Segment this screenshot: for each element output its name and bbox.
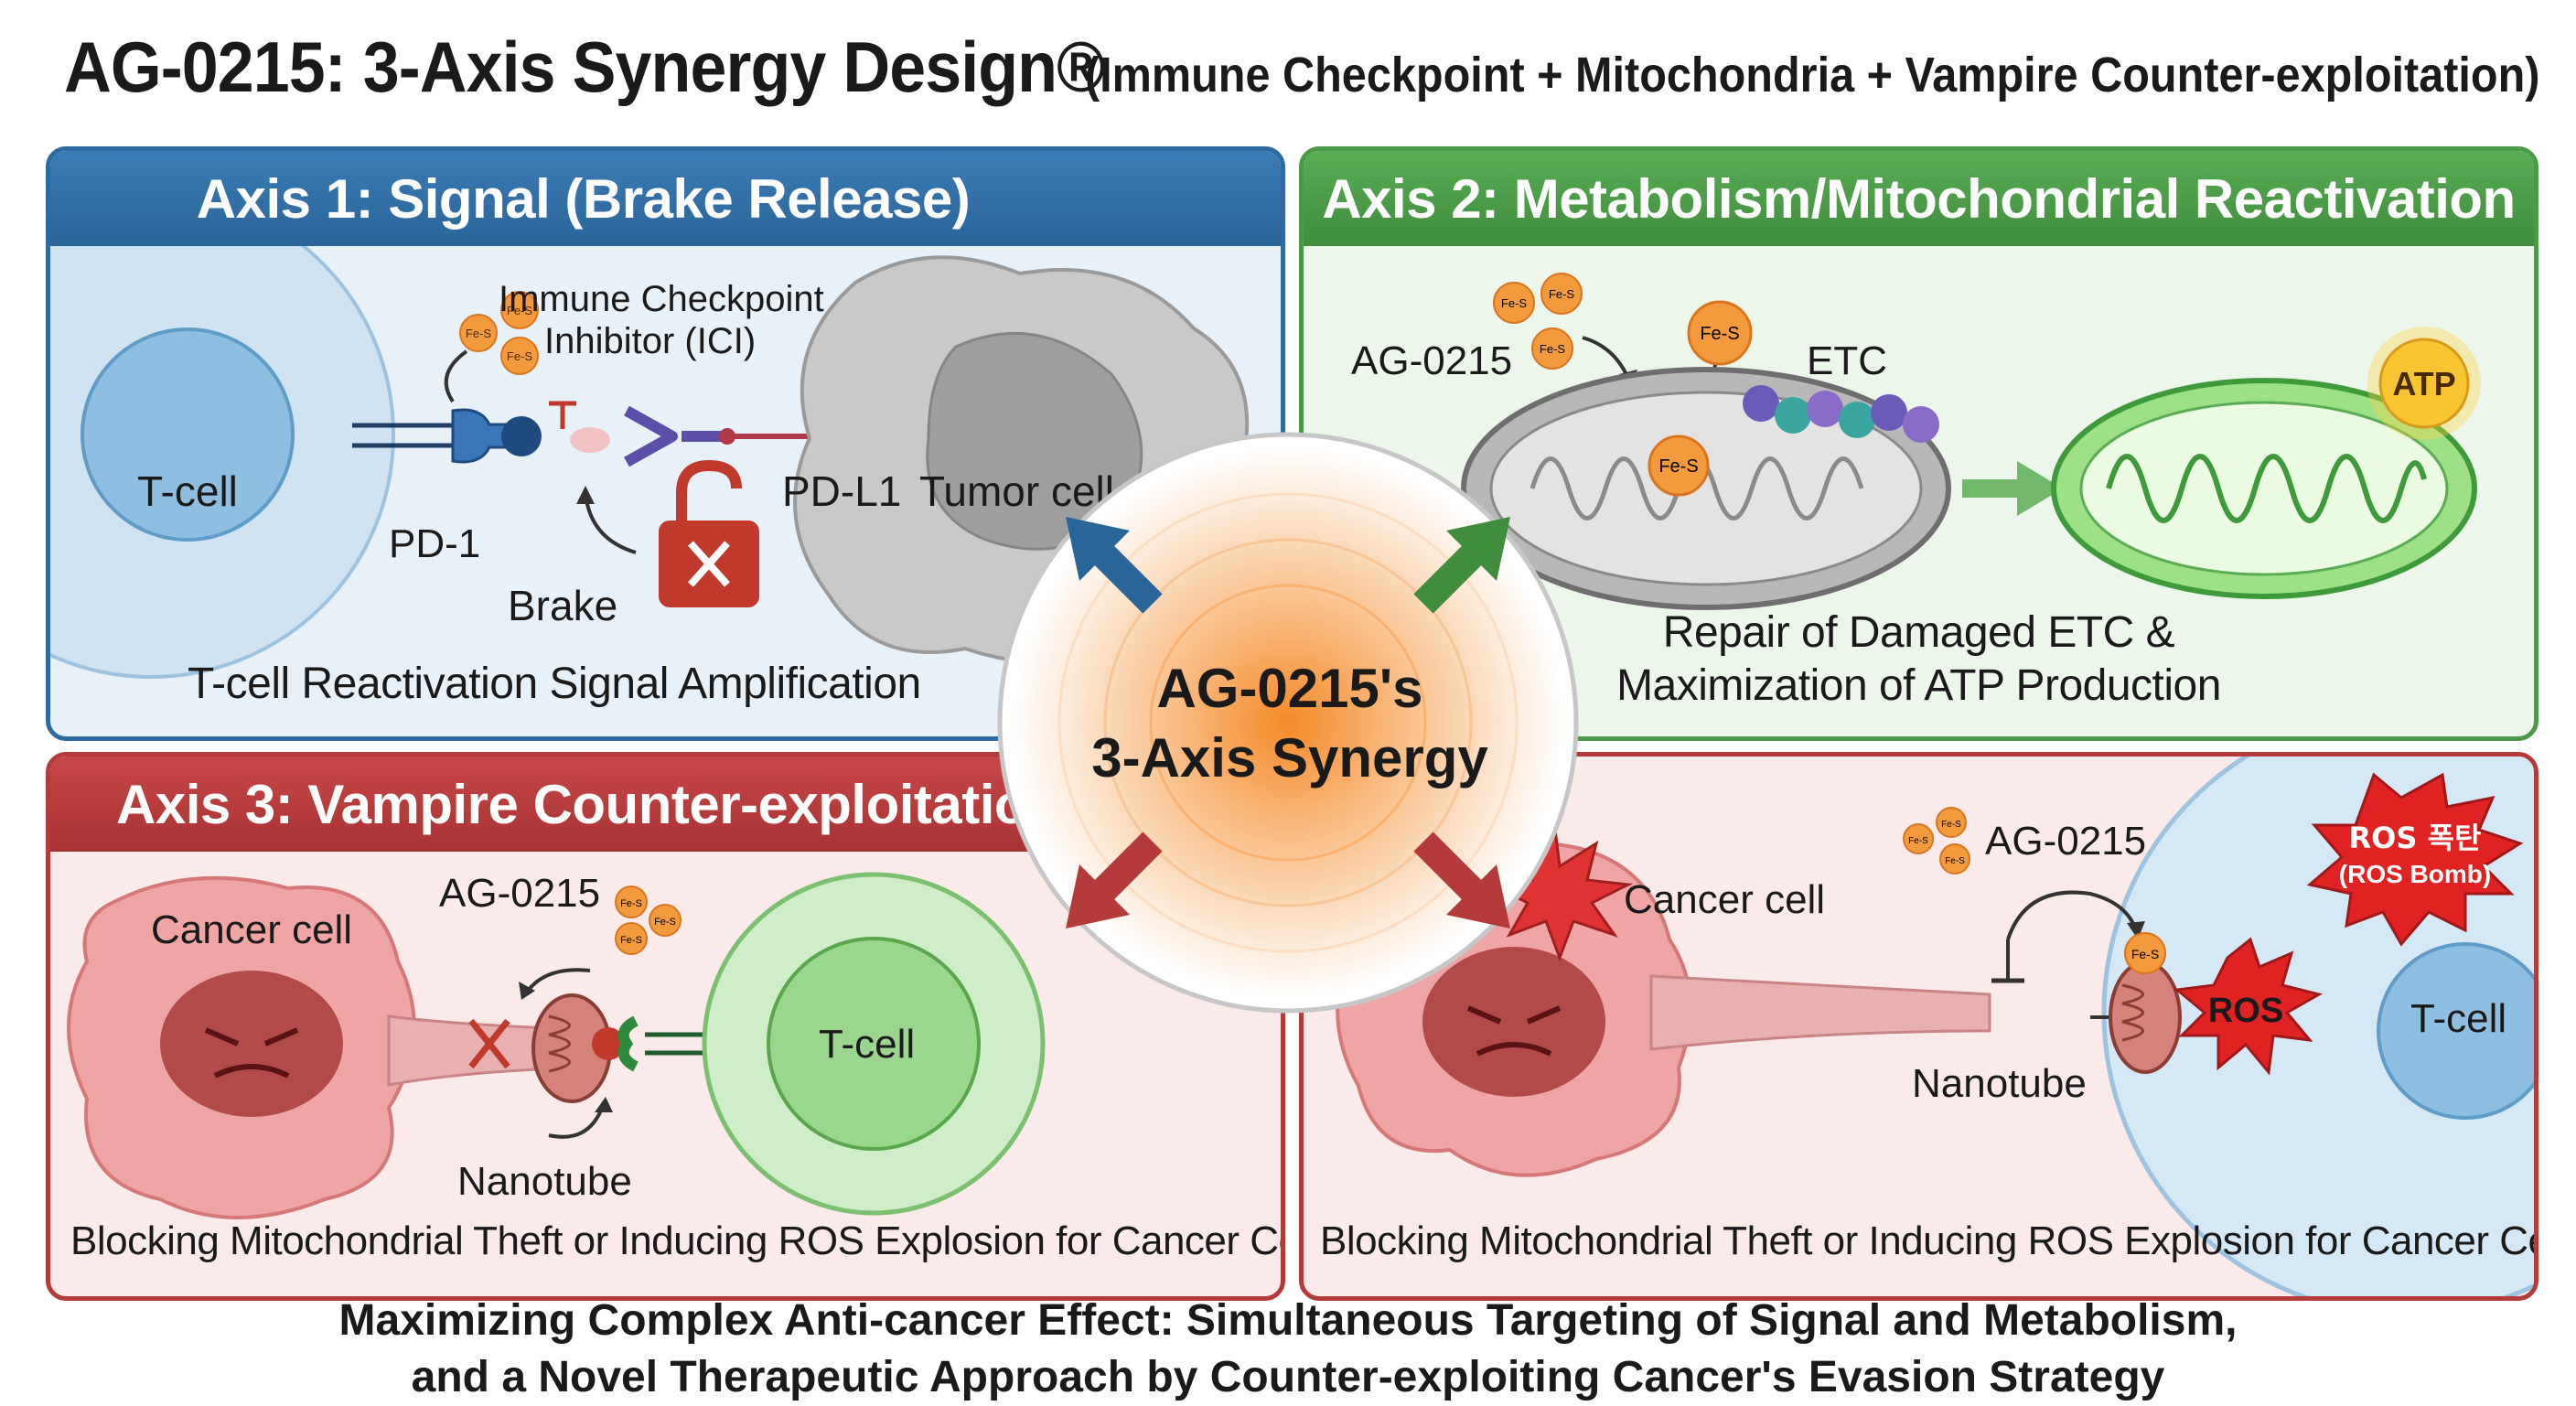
axis4-panel: Fe-S Fe-S Fe-S Fe-S ROS ROS 폭탄 (ROS Bomb… [1299,752,2538,1301]
svg-text:Fe-S: Fe-S [466,327,492,340]
fes-molecule [1939,843,1970,875]
svg-text:Fe-S: Fe-S [1501,296,1528,310]
arrow [2006,890,2138,940]
page-title: AG-0215: 3-Axis Synergy Design® (Immune … [64,26,2539,126]
fes-molecule [615,885,648,918]
axis2-drug-label: AG-0215 [1351,338,1513,383]
svg-text:ATP: ATP [2392,365,2455,402]
nanotube [1649,974,1991,1051]
axis3-tcell-label: T-cell [819,1022,916,1067]
axis4-caption: Blocking Mitochondrial Theft or Inducing… [1320,1218,2534,1263]
axis2-panel: Axis 2: Metabolism/Mitochondrial Reactiv… [1299,146,2538,741]
footer-line2: and a Novel Therapeutic Approach by Coun… [411,1353,2165,1401]
pd1-ligand-site [501,416,542,456]
axis2-header: Axis 2: Metabolism/Mitochondrial Reactiv… [1304,151,2534,246]
axis1-panel: Axis 1: Signal (Brake Release) Fe-S Fe-S… [46,146,1285,741]
footer-line1: Maximizing Complex Anti-cancer Effect: S… [338,1296,2238,1345]
tcell-nucleus [767,937,981,1151]
center-label-line1: AG-0215's [1156,658,1423,719]
axis4-nanotube-label: Nanotube [1912,1061,2087,1106]
fes-molecule [615,922,648,955]
axis1-pdl1-label: PD-L1 [782,467,902,515]
cancer-nucleus [1422,947,1605,1097]
svg-text:Fe-S: Fe-S [1908,836,1928,846]
footer: Maximizing Complex Anti-cancer Effect: S… [0,1293,2576,1406]
axis2-caption: Repair of Damaged ETC & Maximization of … [1304,606,2534,713]
arrow [1582,336,1630,380]
svg-text:ROS: ROS [2208,992,2283,1030]
transition-arrow [1962,461,2063,516]
atp-icon [2378,338,2470,429]
axis2-illustration: Fe-S Fe-S Fe-S Fe-S Fe-S ATP [1461,273,2481,610]
fes-molecule [500,337,539,375]
axis1-ici-label-line2: Inhibitor (ICI) [544,321,757,361]
ros-burst-icon [2174,937,2323,1076]
fes-molecule [649,904,682,937]
fes-molecule [459,314,498,352]
svg-text:Fe-S: Fe-S [1945,856,1965,866]
fes-molecule [1648,435,1710,497]
fes-molecule-large [1687,300,1753,366]
axis1-tumor-label: Tumor cell [919,467,1114,515]
svg-text:ROS 폭탄: ROS 폭탄 [2349,821,2482,855]
svg-text:Fe-S: Fe-S [620,935,642,946]
fes-molecule [1936,807,1967,838]
fes-molecule [1903,823,1934,854]
axis3-nanotube-label: Nanotube [457,1159,632,1204]
fes-molecule [1493,282,1535,324]
axis3-illustration: Fe-S Fe-S Fe-S [67,872,1046,1219]
svg-text:Fe-S: Fe-S [654,917,676,928]
axis1-header: Axis 1: Signal (Brake Release) [50,151,1281,246]
arrow [548,1102,606,1139]
fes-molecule [2124,932,2166,974]
axis1-ici-label-line1: Immune Checkpoint [499,279,824,319]
svg-text:Fe-S: Fe-S [1941,820,1961,830]
axis4-illustration: Fe-S Fe-S Fe-S Fe-S ROS ROS 폭탄 (ROS Bomb… [1336,757,2534,1296]
center-label-line2: 3-Axis Synergy [1091,727,1488,789]
svg-text:Fe-S: Fe-S [2131,947,2159,961]
tcell-nucleus [2377,942,2534,1120]
svg-text:Fe-S: Fe-S [620,898,642,909]
axis4-cancer-label: Cancer cell [1624,877,1826,922]
arrow [444,349,468,403]
svg-text:Fe-S: Fe-S [1658,456,1698,477]
svg-text:Fe-S: Fe-S [1700,324,1739,344]
axis3-drug-label: AG-0215 [439,871,601,916]
ros-bomb-icon [2306,772,2524,947]
svg-text:Fe-S: Fe-S [1540,342,1566,356]
axis1-brake-label: Brake [508,582,618,629]
axis3-panel: Axis 3: Vampire Counter-exploitation Fe-… [46,752,1285,1301]
axis1-caption: T-cell Reactivation Signal Amplification [188,660,921,708]
arrow [524,968,591,995]
svg-text:Fe-S: Fe-S [507,349,533,363]
axis4-tcell-label: T-cell [2410,996,2507,1041]
ici-antibody [624,405,678,467]
fes-molecule [500,291,539,329]
axis2-caption-line1: Repair of Damaged ETC & [1662,608,2175,657]
axis3-caption: Blocking Mitochondrial Theft or Inducing… [70,1218,1281,1263]
mitochondrion [2109,961,2182,1074]
title-main: AG-0215: 3-Axis Synergy Design® [64,27,1105,107]
svg-text:Fe-S: Fe-S [1549,287,1575,301]
svg-text:(ROS Bomb): (ROS Bomb) [2339,860,2491,888]
axis4-drug-label: AG-0215 [1985,819,2147,864]
title-subtitle: (Immune Checkpoint + Mitochondria + Vamp… [1084,48,2540,102]
axis1-pd1-label: PD-1 [389,521,481,566]
fes-molecule [1540,273,1583,315]
axis2-etc-label: ETC [1807,338,1887,383]
block-icon [468,1018,510,1069]
tcell-nucleus [80,327,295,542]
fes-molecule [1531,327,1573,370]
cancer-nucleus [160,971,343,1117]
axis1-tcell-label: T-cell [137,467,238,515]
axis3-cancer-label: Cancer cell [151,907,353,952]
svg-text:Fe-S: Fe-S [507,304,533,317]
center-label: AG-0215's 3-Axis Synergy [1015,654,1564,793]
axis2-caption-line2: Maximization of ATP Production [1616,661,2221,710]
